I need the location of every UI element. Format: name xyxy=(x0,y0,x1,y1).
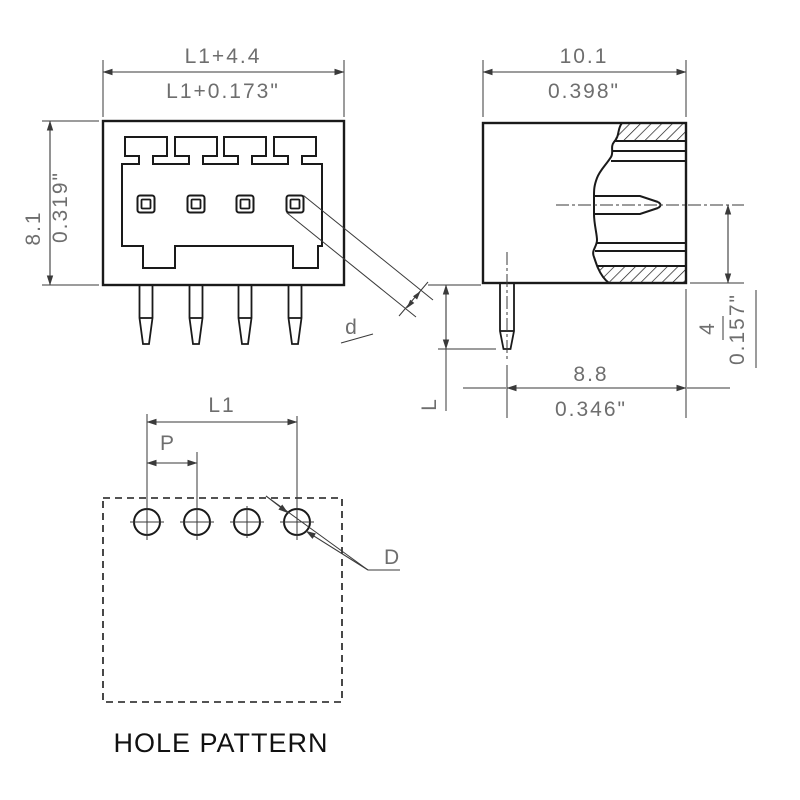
hole-span-dimension: L1 xyxy=(146,394,298,540)
leader-line xyxy=(286,212,417,318)
solder-pin xyxy=(287,285,303,345)
dim-label-mm: 8.1 xyxy=(22,210,45,245)
hole-diameter-dimension: D xyxy=(265,495,401,571)
square-contact xyxy=(136,194,156,214)
square-contact-inner xyxy=(289,198,301,210)
side-view: 10.1 0.398" 4 0.157" L 8.8 0 xyxy=(418,45,757,421)
leader-line xyxy=(303,195,434,301)
front-inner-profile xyxy=(121,136,323,269)
front-body-outline xyxy=(101,119,346,287)
receptacle-bottom xyxy=(594,207,659,215)
pin-offset-dimension: 8.8 0.346" xyxy=(463,289,730,421)
hatch-area-top xyxy=(614,123,686,141)
side-solder-pin xyxy=(499,252,515,362)
solder-pin xyxy=(188,285,204,345)
dimension-line xyxy=(398,281,429,317)
side-width-dimension: 10.1 0.398" xyxy=(482,45,687,117)
square-contact xyxy=(186,194,206,214)
dim-label-inch: 0.157" xyxy=(726,293,749,365)
dim-label: L1 xyxy=(208,394,235,417)
arrowhead xyxy=(406,299,415,309)
dim-label-inch: 0.319" xyxy=(49,171,72,243)
label-underline xyxy=(340,333,374,344)
dim-label-mm: 10.1 xyxy=(560,45,609,68)
arrowhead xyxy=(413,290,421,300)
side-height-dimension: 4 0.157" xyxy=(690,204,757,368)
break-line xyxy=(592,122,623,284)
dim-label-mm: 8.8 xyxy=(573,363,608,386)
front-height-dimension: 8.1 0.319" xyxy=(22,120,99,286)
square-contact xyxy=(235,194,255,214)
front-width-dimension: L1+4.4 L1+0.173" xyxy=(102,45,345,117)
dim-label: L xyxy=(418,397,441,411)
square-contact-inner xyxy=(239,198,251,210)
front-view: L1+4.4 L1+0.173" 8.1 0.319" d xyxy=(22,45,434,345)
front-square-contacts xyxy=(136,194,305,214)
leader-arrow xyxy=(265,495,289,514)
dim-label-mm: 4 xyxy=(696,321,719,335)
square-contact xyxy=(285,194,305,214)
dim-label: P xyxy=(160,432,176,455)
dim-label-inch: 0.346" xyxy=(555,398,627,421)
square-contact-inner xyxy=(140,198,152,210)
hole-pattern-view: L1 P D HOLE PATTERN xyxy=(102,394,401,758)
dim-label-inch: L1+0.173" xyxy=(166,80,280,103)
square-contact-inner xyxy=(190,198,202,210)
front-solder-pins xyxy=(138,285,303,345)
side-body-outline xyxy=(481,121,688,285)
pitch-dimension: P xyxy=(146,432,198,540)
dim-label: d xyxy=(345,316,359,339)
pin-size-dimension: d xyxy=(286,195,434,344)
leader-arrow xyxy=(305,530,369,571)
hatch-area-bottom xyxy=(597,266,686,283)
receptacle-top xyxy=(594,195,659,203)
pcb-outline-dashed xyxy=(102,497,343,703)
dim-label-mm: L1+4.4 xyxy=(185,45,262,68)
pin-length-dimension: L xyxy=(418,284,496,411)
view-caption: HOLE PATTERN xyxy=(113,728,328,758)
solder-pin xyxy=(237,285,253,345)
dim-label-inch: 0.398" xyxy=(548,80,620,103)
solder-pin xyxy=(138,285,154,345)
dim-label: D xyxy=(384,546,401,569)
